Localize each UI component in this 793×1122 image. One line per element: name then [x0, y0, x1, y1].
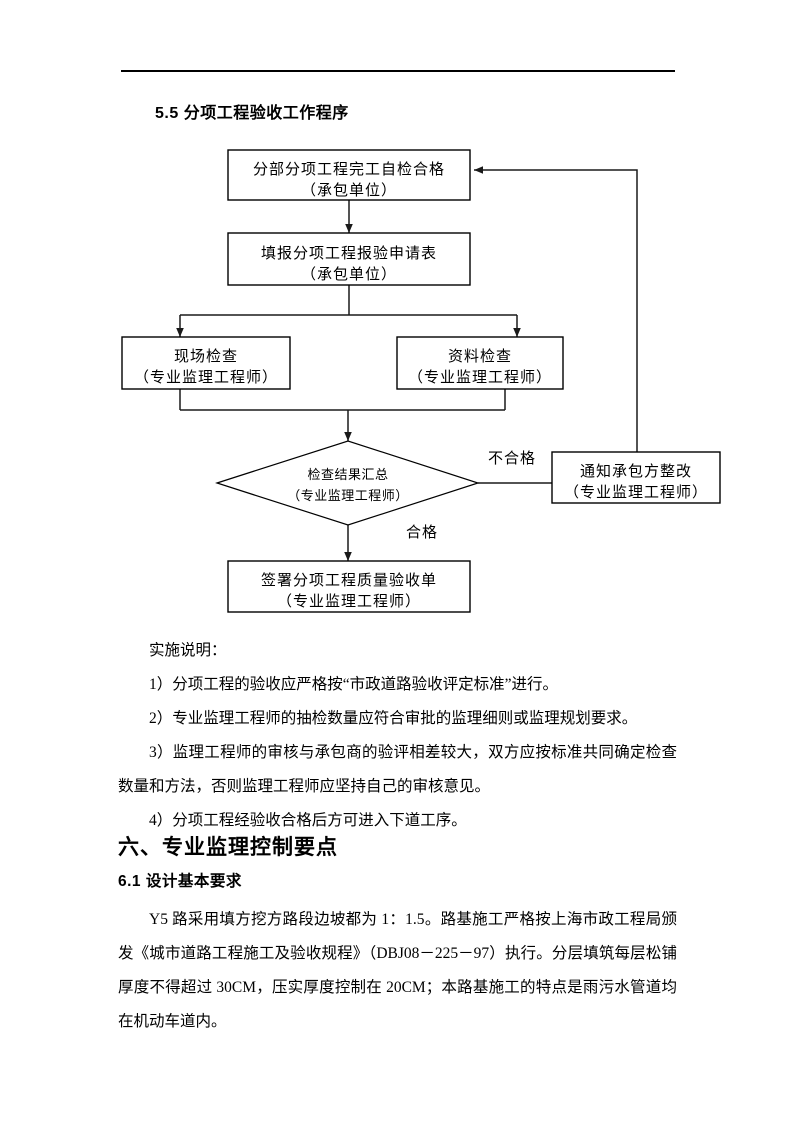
flow-node-summary-decision: 检查结果汇总 （专业监理工程师） [215, 440, 480, 526]
sign-line2: （专业监理工程师） [277, 593, 421, 610]
notify-line2: （专业监理工程师） [564, 484, 708, 501]
fill-form-box [227, 232, 471, 286]
pass-label: 合格 [406, 524, 438, 541]
chapter-heading: 六、专业监理控制要点 [118, 836, 338, 859]
self-check-box [227, 149, 471, 201]
section-title: 5.5 分项工程验收工作程序 [155, 105, 349, 122]
data-check-line1: 资料检查 [448, 348, 512, 365]
split-connector [180, 285, 517, 316]
design-requirements-paragraph: Y5 路采用填方挖方路段边坡都为 1：1.5。路基施工严格按上海市政工程局颁发《… [118, 911, 677, 1030]
notes-heading: 实施说明： [149, 642, 227, 659]
flow-node-fill-form: 填报分项工程报验申请表 （承包单位） [227, 232, 471, 286]
summary-diamond [215, 440, 480, 526]
merge-connector [179, 389, 506, 411]
summary-line2: （专业监理工程师） [287, 488, 409, 503]
self-check-line2: （承包单位） [301, 182, 397, 199]
fill-form-line2: （承包单位） [301, 266, 397, 283]
sign-box [227, 560, 471, 613]
flow-node-sign-acceptance: 签署分项工程质量验收单 （专业监理工程师） [227, 560, 471, 613]
feedback-connector [474, 166, 638, 452]
notify-line1: 通知承包方整改 [580, 463, 692, 480]
summary-line1: 检查结果汇总 [307, 467, 388, 482]
page-header-rule [121, 70, 675, 72]
site-check-line1: 现场检查 [174, 348, 238, 365]
flow-node-data-check: 资料检查 （专业监理工程师） [396, 336, 564, 390]
site-check-line2: （专业监理工程师） [134, 369, 278, 386]
data-check-line2: （专业监理工程师） [408, 369, 552, 386]
self-check-line1: 分部分项工程完工自检合格 [253, 161, 445, 178]
site-check-box [121, 336, 291, 390]
data-check-box [396, 336, 564, 390]
notes-item-2: 2）专业监理工程师的抽检数量应符合审批的监理细则或监理规划要求。 [149, 710, 638, 727]
flow-node-notify-rectify: 通知承包方整改 （专业监理工程师） [551, 451, 721, 504]
notify-box [551, 451, 721, 504]
flow-node-self-check: 分部分项工程完工自检合格 （承包单位） [227, 149, 471, 201]
fail-label: 不合格 [488, 450, 536, 467]
acceptance-flowchart: 分部分项工程完工自检合格 （承包单位） 填报分项工程报验申请表 （承包单位） 现… [121, 149, 721, 613]
sign-line1: 签署分项工程质量验收单 [261, 572, 437, 589]
flow-node-site-check: 现场检查 （专业监理工程师） [121, 336, 291, 390]
notes-item-4: 4）分项工程经验收合格后方可进入下道工序。 [149, 812, 467, 829]
fill-form-line1: 填报分项工程报验申请表 [261, 245, 437, 262]
subsection-heading: 6.1 设计基本要求 [118, 873, 242, 890]
notes-item-3: 3）监理工程师的审核与承包商的验评相差较大，双方应按标准共同确定检查数量和方法，… [118, 744, 677, 795]
implementation-notes: 实施说明： 1）分项工程的验收应严格按“市政道路验收评定标准”进行。 2）专业监… [118, 634, 677, 838]
notes-item-1: 1）分项工程的验收应严格按“市政道路验收评定标准”进行。 [149, 676, 559, 693]
